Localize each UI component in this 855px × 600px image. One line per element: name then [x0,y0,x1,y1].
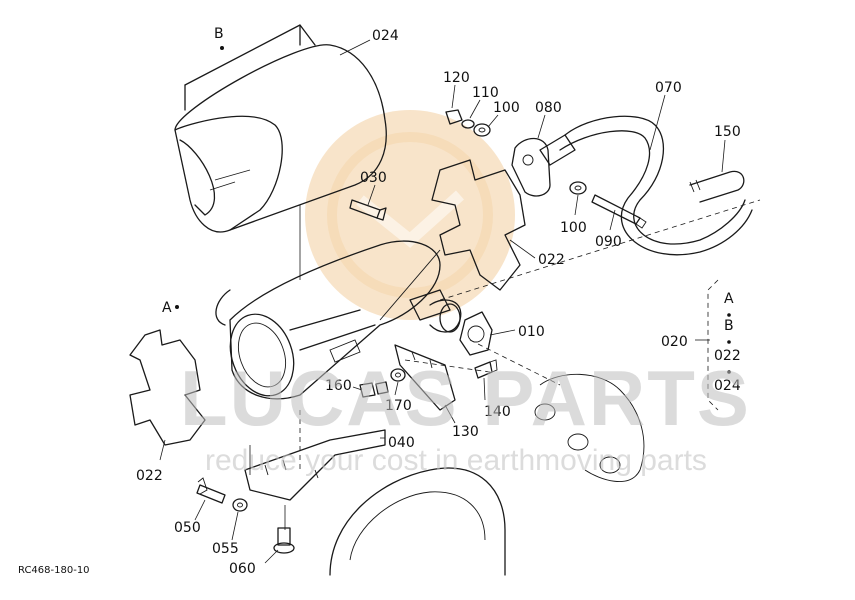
bolt-050 [196,477,226,504]
bolt-030 [349,199,387,221]
watermark-brand: LUCAS PARTS [180,354,751,442]
callout-110: 110 [472,85,499,101]
bracket-130 [394,344,456,411]
callout-040: 040 [388,435,415,451]
heat-shield-024 [174,24,387,280]
diagram-code: RC468-180-10 [18,565,90,576]
callout-022-lower: 022 [136,468,163,484]
callout-060: 060 [229,561,256,577]
bracket-040 [244,429,386,501]
bolt-060 [273,527,295,554]
callout-055: 055 [212,541,239,557]
u-bolt-150 [689,170,745,203]
callout-070: 070 [655,80,682,96]
flange-plate-022-lower [129,329,206,446]
washer-055 [232,498,248,512]
callouts: 024 120 110 100 080 070 150 030 100 090 … [136,28,741,577]
callout-010: 010 [518,324,545,340]
callout-130: 130 [452,424,479,440]
callout-080: 080 [535,100,562,116]
exhaust-pipe-070 [539,115,753,256]
washer-170 [390,368,406,382]
watermark-tagline: reduce your cost in earthmoving parts [205,444,707,477]
callout-100-lower: 100 [560,220,587,236]
callout-160: 160 [325,378,352,394]
callout-170: 170 [385,398,412,414]
washer-110 [461,119,475,129]
washer-100-lower [569,181,587,195]
gasket-010 [459,311,493,356]
clamp-080 [511,137,551,197]
kit-list: A B 022 024 [714,291,741,394]
callout-024: 024 [372,28,399,44]
kit-item-a: A [724,291,734,307]
callout-090: 090 [595,234,622,250]
watermark-logo [305,110,515,320]
nut-120 [445,109,463,125]
nut-160 [359,381,389,398]
view-marker-a: A [162,300,179,316]
muffler [215,240,462,400]
callout-022-upper: 022 [538,252,565,268]
callout-150: 150 [714,124,741,140]
kit-item-b: B [724,318,734,334]
bolt-140 [474,359,498,379]
callout-020: 020 [661,334,688,350]
washer-100-upper [473,123,491,137]
view-marker-b: B [214,26,224,50]
callout-030: 030 [360,170,387,186]
callout-120: 120 [443,70,470,86]
flange-plate-022-upper [431,159,526,291]
callout-100-upper: 100 [493,100,520,116]
kit-item-024: 024 [714,378,741,394]
kit-item-022: 022 [714,348,741,364]
leader-lines [159,39,726,564]
callout-140: 140 [484,404,511,420]
callout-050: 050 [174,520,201,536]
bolt-090 [591,194,647,229]
alignment-lines [249,199,761,530]
svg-text:B: B [214,26,224,42]
svg-text:A: A [162,300,172,316]
engine-housing [329,373,645,576]
